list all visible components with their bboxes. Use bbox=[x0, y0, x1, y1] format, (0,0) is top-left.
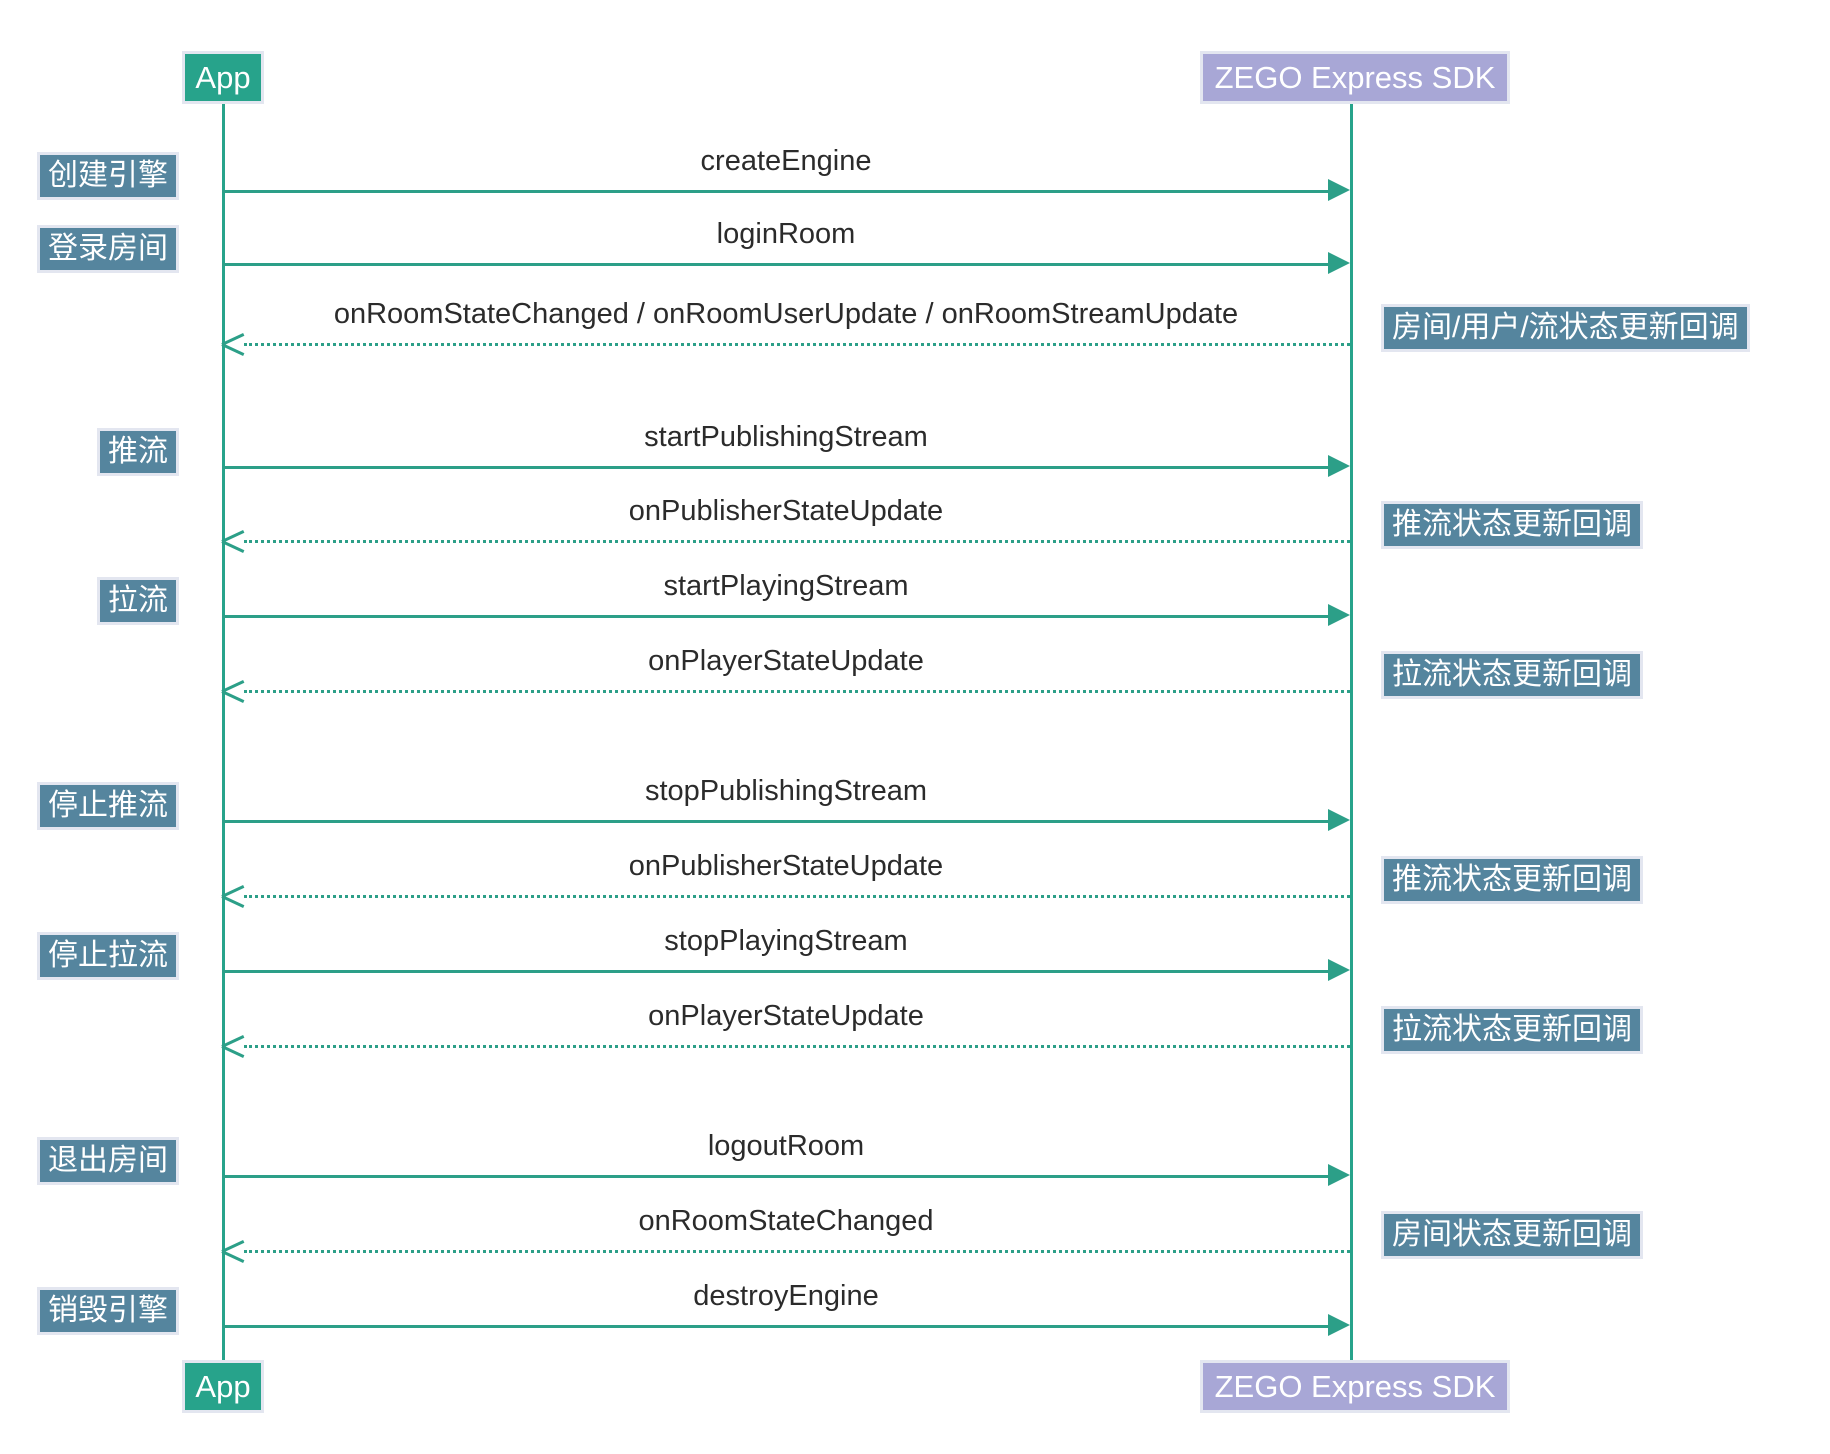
arrowhead-right-icon bbox=[1328, 252, 1350, 274]
note-text: 拉流状态更新回调 bbox=[1392, 658, 1632, 691]
note-right-play-callback-1: 拉流状态更新回调 bbox=[1381, 651, 1643, 699]
message-label: onPlayerStateUpdate bbox=[648, 645, 924, 677]
message-label: destroyEngine bbox=[693, 1280, 879, 1312]
arrowhead-right-icon bbox=[1328, 1164, 1350, 1186]
note-text: 停止推流 bbox=[48, 789, 168, 822]
actor-footer-app-label: App bbox=[195, 1369, 251, 1404]
message-line bbox=[222, 190, 1328, 193]
actor-header-sdk: ZEGO Express SDK bbox=[1200, 51, 1510, 104]
actor-header-app: App bbox=[182, 51, 264, 104]
note-text: 退出房间 bbox=[48, 1144, 168, 1177]
message-line bbox=[244, 343, 1350, 346]
note-text: 拉流 bbox=[108, 584, 168, 617]
note-left-stop-play: 停止拉流 bbox=[37, 932, 179, 980]
note-text: 停止拉流 bbox=[48, 939, 168, 972]
message-label: onPublisherStateUpdate bbox=[628, 495, 944, 527]
message-label: startPublishingStream bbox=[644, 421, 928, 453]
message-line bbox=[244, 540, 1350, 543]
note-text: 房间/用户/流状态更新回调 bbox=[1392, 311, 1739, 344]
note-left-loginroom: 登录房间 bbox=[37, 225, 179, 273]
note-text: 销毁引擎 bbox=[48, 1294, 168, 1327]
note-text: 创建引擎 bbox=[48, 159, 168, 192]
message-line bbox=[244, 1045, 1350, 1048]
arrowhead-right-icon bbox=[1328, 179, 1350, 201]
message-label: onPublisherStateUpdate bbox=[628, 850, 944, 882]
message-label: stopPublishingStream bbox=[644, 775, 928, 807]
message-label: onPlayerStateUpdate bbox=[648, 1000, 924, 1032]
note-left-stop-publish: 停止推流 bbox=[37, 782, 179, 830]
lifeline-sdk bbox=[1350, 104, 1353, 1360]
message-line bbox=[244, 895, 1350, 898]
note-text: 推流 bbox=[108, 435, 168, 468]
message-label: stopPlayingStream bbox=[664, 925, 908, 957]
arrowhead-right-icon bbox=[1328, 604, 1350, 626]
message-line bbox=[222, 970, 1328, 973]
actor-header-app-label: App bbox=[195, 60, 251, 95]
message-label: loginRoom bbox=[716, 218, 856, 250]
note-text: 拉流状态更新回调 bbox=[1392, 1013, 1632, 1046]
message-label: onRoomStateChanged bbox=[638, 1205, 934, 1237]
note-text: 推流状态更新回调 bbox=[1392, 508, 1632, 541]
note-right-play-callback-2: 拉流状态更新回调 bbox=[1381, 1006, 1643, 1054]
message-label: createEngine bbox=[700, 145, 872, 177]
note-left-publish: 推流 bbox=[97, 428, 179, 476]
message-line bbox=[222, 820, 1328, 823]
actor-footer-sdk: ZEGO Express SDK bbox=[1200, 1360, 1510, 1413]
note-right-room-callback-2: 房间状态更新回调 bbox=[1381, 1211, 1643, 1259]
actor-footer-app: App bbox=[182, 1360, 264, 1413]
lifeline-app bbox=[222, 104, 225, 1360]
message-label: onRoomStateChanged / onRoomUserUpdate / … bbox=[333, 298, 1239, 330]
actor-header-sdk-label: ZEGO Express SDK bbox=[1214, 60, 1496, 95]
message-label: logoutRoom bbox=[707, 1130, 865, 1162]
actor-footer-sdk-label: ZEGO Express SDK bbox=[1214, 1369, 1496, 1404]
note-text: 房间状态更新回调 bbox=[1392, 1218, 1632, 1251]
arrowhead-right-icon bbox=[1328, 809, 1350, 831]
arrowhead-right-icon bbox=[1328, 455, 1350, 477]
message-line bbox=[222, 466, 1328, 469]
message-line bbox=[244, 1250, 1350, 1253]
message-line bbox=[222, 1325, 1328, 1328]
note-text: 推流状态更新回调 bbox=[1392, 863, 1632, 896]
note-left-createengine: 创建引擎 bbox=[37, 152, 179, 200]
message-line bbox=[222, 1175, 1328, 1178]
message-line bbox=[244, 690, 1350, 693]
note-left-destroy: 销毁引擎 bbox=[37, 1287, 179, 1335]
note-right-publish-callback-2: 推流状态更新回调 bbox=[1381, 856, 1643, 904]
arrowhead-right-icon bbox=[1328, 1314, 1350, 1336]
message-line bbox=[222, 615, 1328, 618]
note-left-play: 拉流 bbox=[97, 577, 179, 625]
note-right-publish-callback-1: 推流状态更新回调 bbox=[1381, 501, 1643, 549]
note-right-room-callback: 房间/用户/流状态更新回调 bbox=[1381, 304, 1750, 352]
message-line bbox=[222, 263, 1328, 266]
message-label: startPlayingStream bbox=[663, 570, 909, 602]
note-left-logout: 退出房间 bbox=[37, 1137, 179, 1185]
note-text: 登录房间 bbox=[48, 232, 168, 265]
arrowhead-right-icon bbox=[1328, 959, 1350, 981]
